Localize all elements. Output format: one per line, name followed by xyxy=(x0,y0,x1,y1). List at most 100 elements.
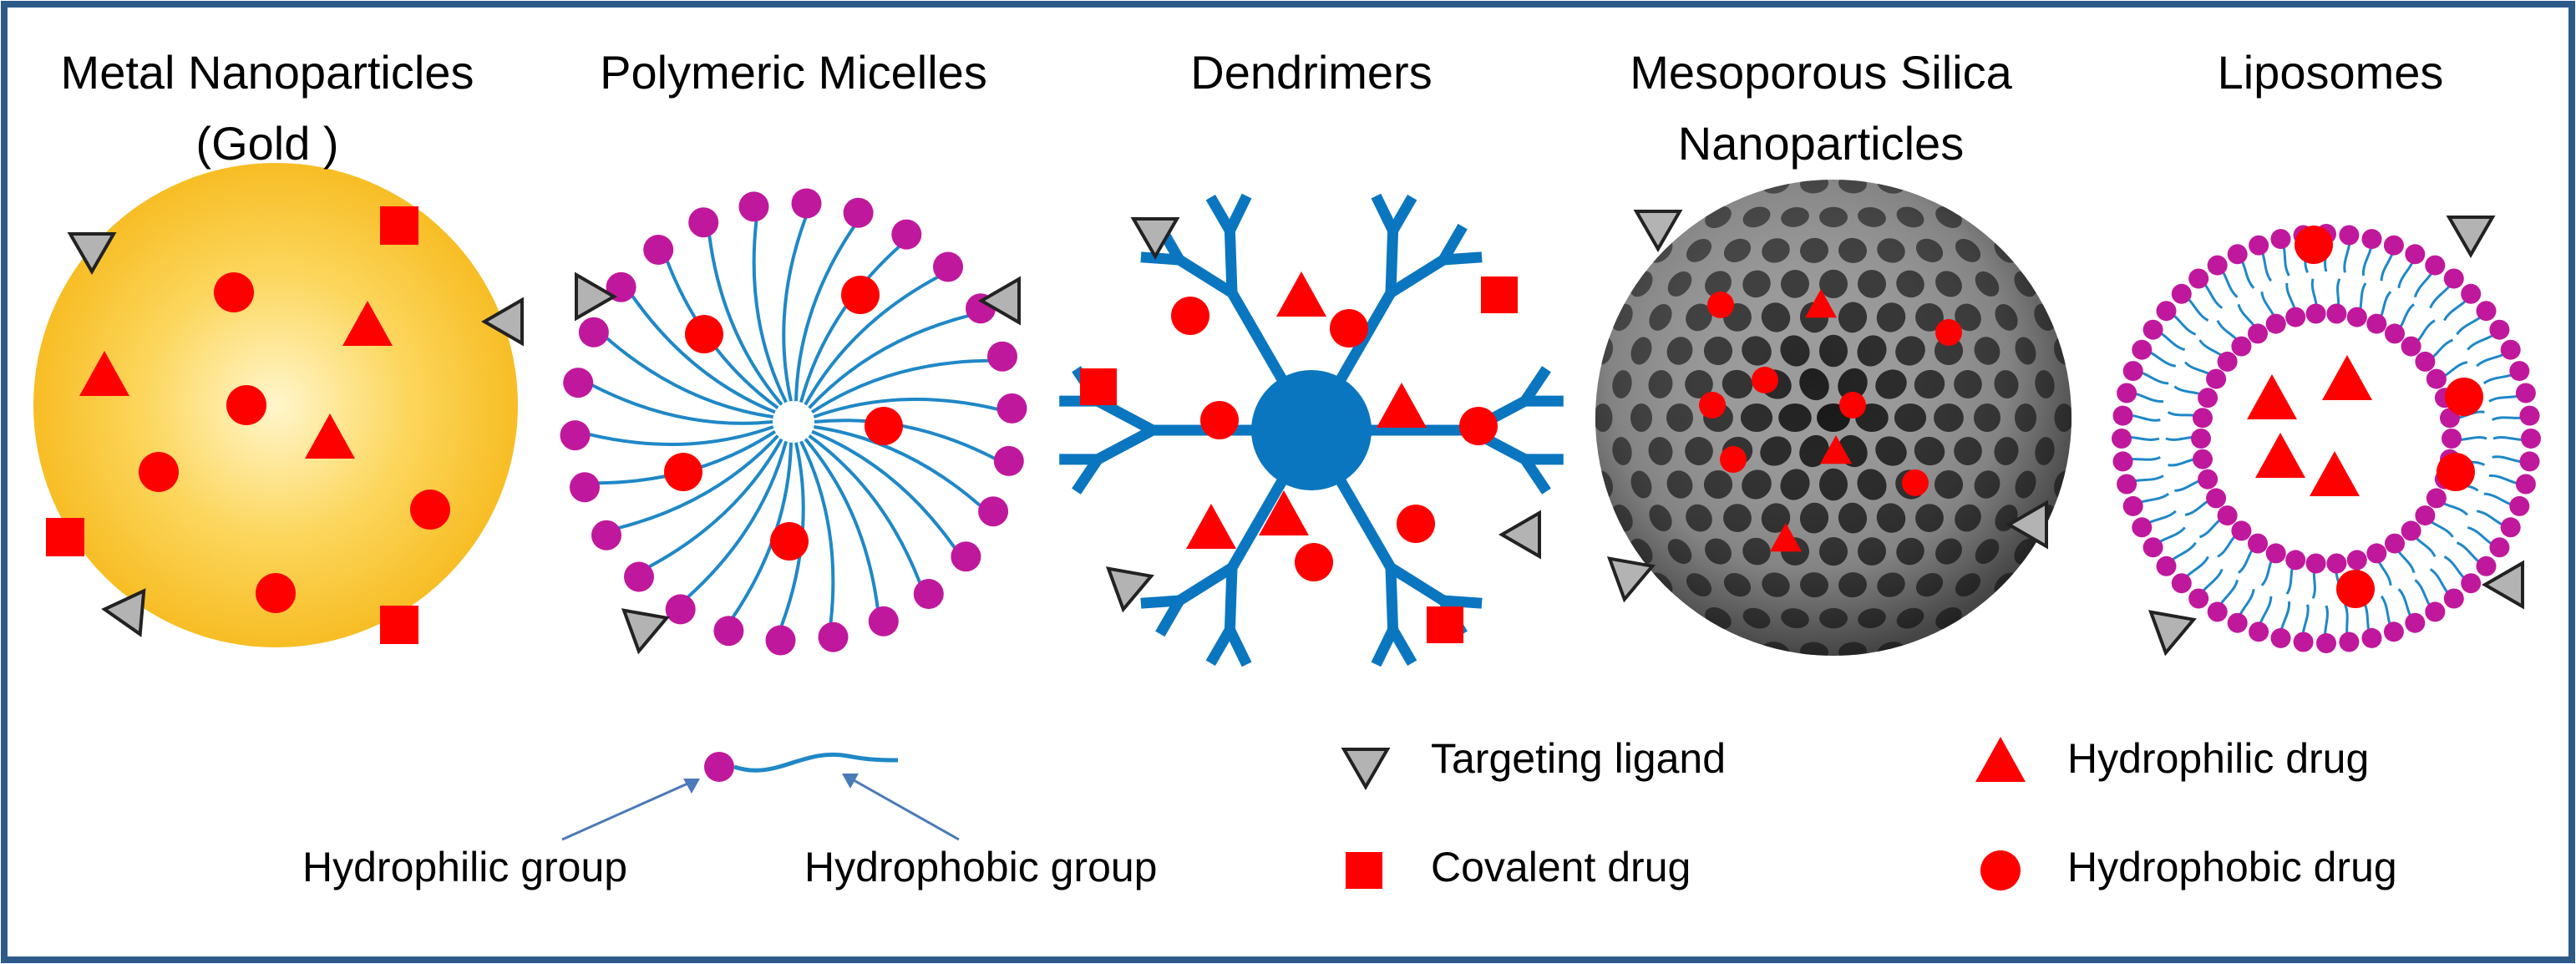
lipid-head xyxy=(2132,339,2153,360)
dendrimer-branch xyxy=(1176,255,1235,298)
hydrophobic-drug-circle xyxy=(1330,309,1368,348)
hydrophobic-drug-circle xyxy=(410,490,450,530)
lipid-head xyxy=(2326,553,2347,574)
lipid-head xyxy=(2305,303,2326,324)
lipid-head xyxy=(2285,307,2306,327)
hydrophilic-head xyxy=(578,317,609,348)
lipid-head xyxy=(2509,361,2530,382)
dendrimer-branch xyxy=(1224,230,1238,293)
lipid-head xyxy=(2339,632,2360,652)
hydrophilic-head xyxy=(591,520,621,550)
lipid-head xyxy=(2231,336,2252,357)
lipid-head xyxy=(2132,517,2153,538)
hydrophobic-tail xyxy=(808,434,922,584)
hydrophobic-drug-circle xyxy=(139,452,179,492)
pore xyxy=(1572,369,1595,400)
lipid-head xyxy=(2366,543,2387,564)
hydrophobic-drug-circle xyxy=(1397,505,1435,543)
lipid-head xyxy=(2346,307,2367,327)
lipid-head xyxy=(2305,553,2326,574)
hydrophilic-drug-triangle xyxy=(1975,737,2026,782)
hydrophobic-tail xyxy=(687,440,789,599)
hydrophilic-drug-triangle xyxy=(1770,523,1802,552)
lipid-head xyxy=(2293,632,2314,652)
hydrophilic-head xyxy=(978,496,1009,527)
hydrophobic-drug-circle xyxy=(685,315,723,353)
lipid-head xyxy=(2285,550,2306,571)
title-polymeric-micelles: Polymeric Micelles xyxy=(600,46,987,99)
legend-hydrophobic-tail xyxy=(733,753,899,773)
dendrimer-branch xyxy=(1176,562,1235,606)
hydrophobic-tail xyxy=(804,275,939,406)
dendrimer-branch xyxy=(1387,562,1447,606)
hydrophobic-drug-circle xyxy=(1902,469,1929,496)
hydrophobic-drug-circle xyxy=(2336,570,2375,608)
hydrophobic-drug-circle xyxy=(865,407,903,445)
targeting-ligand-triangle xyxy=(1498,510,1541,560)
lipid-head xyxy=(2515,474,2536,495)
lipid-head xyxy=(2415,351,2436,372)
hydrophobic-tail xyxy=(794,225,856,402)
hydrophilic-head xyxy=(818,622,849,652)
lipid-head xyxy=(2519,451,2540,472)
lipid-head xyxy=(2206,368,2227,389)
hydrophilic-drug-triangle xyxy=(342,301,393,346)
hydrophobic-tail xyxy=(648,438,783,569)
lipid-head xyxy=(2206,488,2227,509)
hydrophilic-head xyxy=(665,594,696,625)
lipid-head xyxy=(2366,313,2387,334)
hydrophobic-drug-circle xyxy=(841,276,880,314)
hydrophobic-tail xyxy=(707,235,783,406)
dendrimer-branch xyxy=(1095,396,1156,435)
hydrophilic-head xyxy=(570,472,600,503)
hydrophilic-drug-triangle xyxy=(1820,435,1852,464)
lipid-head xyxy=(2346,550,2367,571)
lipid-head xyxy=(2401,520,2421,541)
hydrophobic-drug-circle xyxy=(1839,392,1866,419)
lipid-head xyxy=(2156,556,2177,576)
hydrophilic-head xyxy=(913,579,944,609)
targeting-ligand-triangle xyxy=(101,588,146,637)
lipid-head xyxy=(2401,336,2421,357)
hydrophobic-drug-circle xyxy=(1752,367,1778,393)
lipid-head xyxy=(2198,388,2219,408)
hydrophilic-head xyxy=(987,341,1017,372)
lipid-head xyxy=(2476,301,2497,322)
lipid-head xyxy=(2265,313,2286,334)
hydrophobic-drug-circle xyxy=(256,573,296,613)
hydrophilic-head xyxy=(643,235,674,265)
targeting-ligand-triangle xyxy=(67,232,117,275)
hydrophilic-head xyxy=(993,445,1024,476)
lipid-head xyxy=(2519,405,2540,426)
legend-arrow-hydrophobic xyxy=(847,775,960,841)
targeting-ligand-triangle xyxy=(1606,556,1656,603)
lipid-head xyxy=(2193,408,2213,429)
lipid-head xyxy=(2112,451,2133,472)
covalent-drug-square xyxy=(380,606,418,644)
targeting-ligand-triangle xyxy=(1130,217,1180,260)
hydrophobic-tail xyxy=(589,425,774,446)
lipid-head xyxy=(2383,622,2404,642)
lipid-head xyxy=(2443,268,2464,289)
lipid-head xyxy=(2227,244,2248,265)
title-metal-nanoparticles: Metal Nanoparticles xyxy=(60,46,474,99)
covalent-drug-square xyxy=(1080,368,1117,405)
hydrophobic-tail xyxy=(799,245,900,403)
lipid-head xyxy=(2361,627,2382,648)
hydrophobic-tail xyxy=(799,440,835,624)
hydrophilic-head xyxy=(996,393,1027,424)
hydrophilic-head xyxy=(563,368,594,398)
hydrophobic-tail xyxy=(808,314,969,409)
lipid-head xyxy=(2117,474,2137,495)
lipid-head xyxy=(2521,429,2541,449)
lipid-head xyxy=(2405,612,2426,633)
lipid-head xyxy=(2443,588,2464,609)
lipid-head xyxy=(2489,319,2510,340)
lipid-head xyxy=(2425,255,2446,276)
hydrophobic-drug-circle xyxy=(1295,543,1333,581)
title-liposomes: Liposomes xyxy=(2217,46,2444,99)
silica-shading xyxy=(1595,180,2071,656)
dendrimer-branch xyxy=(1387,255,1447,298)
targeting-ligand-triangle xyxy=(2148,610,2197,657)
